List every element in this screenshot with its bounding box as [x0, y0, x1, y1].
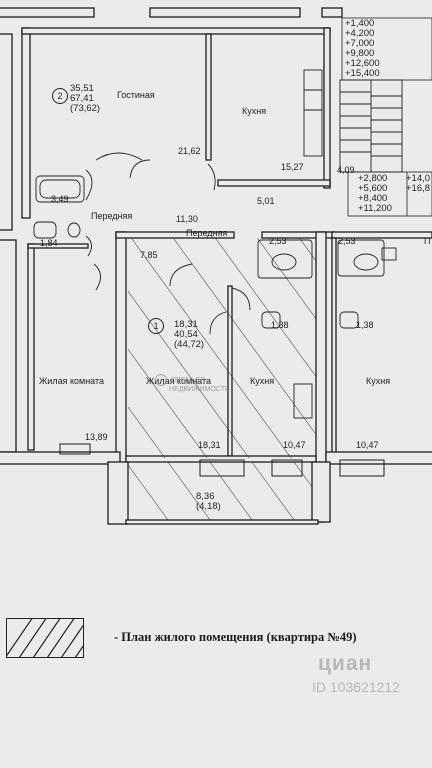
apt1-area-living: 18,31	[174, 319, 198, 330]
level-mark: +2,800	[358, 173, 388, 184]
apt1-room: Жилая комната	[146, 376, 212, 386]
level-mark: +12,600	[345, 58, 380, 69]
apt2-room-living-area: 21,62	[178, 146, 201, 156]
right-kitchen-area: 10,47	[356, 440, 379, 450]
level-mark: +8,400	[358, 193, 388, 204]
level-mark: +11,200	[358, 203, 392, 214]
apt1-area-full: (44,72)	[174, 339, 205, 350]
apt2-number: 2	[52, 88, 68, 104]
apt2-area-total: 67,41	[70, 93, 94, 104]
right-edge-letter: П	[424, 236, 431, 246]
apt1-hall-area: 7,85	[140, 250, 158, 260]
staircase	[339, 79, 403, 173]
apt1-hall: Передняя	[186, 228, 228, 238]
apt2-hall-area: 11,30	[176, 214, 198, 224]
fixtures	[33, 69, 397, 419]
apt1-room-area: 18,31	[198, 440, 221, 450]
level-mark: +4,200	[345, 28, 375, 39]
hatch-icon	[7, 619, 83, 657]
level-mark: +7,000	[345, 38, 375, 49]
watermark-line2: НЕДВИЖИМОСТЬ	[169, 386, 230, 393]
apt1-wc-area: 1,38	[271, 320, 289, 330]
apt1-balcony: 8,36 (4,18)	[196, 492, 221, 512]
left-room-area: 13,89	[85, 432, 108, 442]
apt1-kitchen-area: 10,47	[283, 440, 306, 450]
levels-bottom-left: +2,800 +5,600 +8,400 +11,200	[358, 174, 392, 214]
right-bath-area: 2,53	[338, 236, 356, 246]
walls	[0, 7, 432, 525]
levels-top: +1,400 +4,200 +7,000 +9,800 +12,600 +15,…	[345, 19, 380, 79]
left-room: Жилая комната	[39, 376, 105, 386]
levels-bottom-right: +14,0 +16,8	[406, 174, 430, 194]
level-mark: +15,400	[345, 68, 380, 79]
level-mark: +5,600	[358, 183, 388, 194]
apt1-number: 1	[148, 318, 164, 334]
apt1-kitchen: Кухня	[250, 376, 275, 386]
level-mark: +1,400	[345, 18, 375, 29]
right-wc-area: 1,38	[356, 320, 374, 330]
apt2-hall: Передняя	[91, 211, 133, 221]
hatched-apartment	[128, 238, 316, 520]
apt1-balcony-reduced: (4,18)	[196, 501, 221, 512]
apt1-area-total: 40,54	[174, 329, 198, 340]
agency-logo-icon	[155, 374, 167, 386]
stair-area: 4,09	[337, 165, 355, 175]
level-mark: +9,800	[345, 48, 375, 59]
apt2-area-living: 35,51	[70, 83, 94, 94]
apt2-kitchen-area: 15,27	[281, 162, 304, 172]
floor-plan	[0, 7, 432, 525]
legend-text: - План жилого помещения (квартира №49)	[114, 630, 357, 644]
level-mark: +16,8	[406, 183, 431, 194]
apt2-room-living: Гостиная	[117, 90, 155, 100]
apt1-balcony-area: 8,36	[196, 491, 215, 502]
apt2-areas: 35,51 67,41 (73,62)	[70, 84, 100, 114]
cian-logo: циан	[318, 652, 373, 675]
doors	[85, 152, 251, 335]
legend-hatch-swatch	[6, 618, 84, 658]
corridor-area: 5,01	[257, 196, 275, 206]
apt1-areas: 18,31 40,54 (44,72)	[174, 320, 204, 350]
apt2-kitchen: Кухня	[242, 106, 267, 116]
apt1-bath-area: 2,53	[269, 236, 287, 246]
left-wc-area: 1,84	[40, 238, 58, 248]
level-mark: +14,0	[406, 173, 431, 184]
apt2-bath-area: 3,49	[51, 194, 69, 204]
watermark-line1: ПРЕМЬЕР	[170, 376, 206, 384]
watermark-agency: ПРЕМЬЕР НЕДВИЖИМОСТЬ	[155, 374, 230, 394]
right-kitchen: Кухня	[366, 376, 391, 386]
cian-id: ID 103621212	[312, 679, 400, 695]
apt2-area-full: (73,62)	[70, 103, 101, 114]
